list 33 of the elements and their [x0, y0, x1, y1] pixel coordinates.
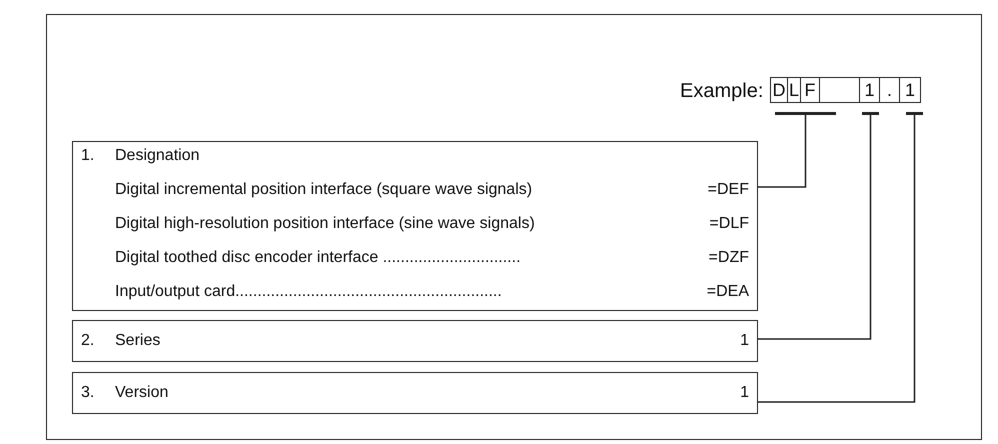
interface-description: Input/output card............................................................ — [115, 282, 502, 302]
code-cell: D — [770, 77, 788, 103]
code-value: =DLF — [709, 214, 749, 234]
interface-description: Digital toothed disc encoder interface ............................... — [115, 248, 521, 268]
item-number: 1. — [81, 146, 94, 166]
item-number: 2. — [81, 331, 94, 351]
code-value: =DEF — [708, 180, 749, 200]
item-heading: Series — [115, 331, 160, 351]
code-cell: 1 — [899, 77, 921, 103]
item-heading: Designation — [115, 146, 200, 166]
leader-line — [758, 115, 872, 340]
bracket-bar — [906, 112, 923, 115]
item-heading: Version — [115, 383, 168, 403]
code-value: 1 — [740, 331, 749, 351]
code-cell: F — [800, 77, 820, 103]
interface-description: Digital high-resolution position interface (sine wave signals) — [115, 214, 535, 234]
code-cell — [819, 77, 860, 103]
interface-description: Digital incremental position interface (square wave signals) — [115, 180, 532, 200]
list-box — [72, 141, 758, 311]
item-number: 3. — [81, 383, 94, 403]
bracket-bar — [775, 112, 836, 115]
code-cell: L — [787, 77, 801, 103]
bracket-bar — [862, 112, 879, 115]
code-value: =DEA — [706, 282, 749, 302]
leader-line — [758, 115, 916, 403]
leader-line — [758, 115, 806, 188]
code-value: =DZF — [708, 248, 749, 268]
list-box — [72, 320, 758, 362]
code-cell: 1 — [859, 77, 880, 103]
code-cell: . — [879, 77, 900, 103]
code-value: 1 — [740, 383, 749, 403]
list-box — [72, 372, 758, 414]
example-label: Example: — [680, 79, 764, 103]
